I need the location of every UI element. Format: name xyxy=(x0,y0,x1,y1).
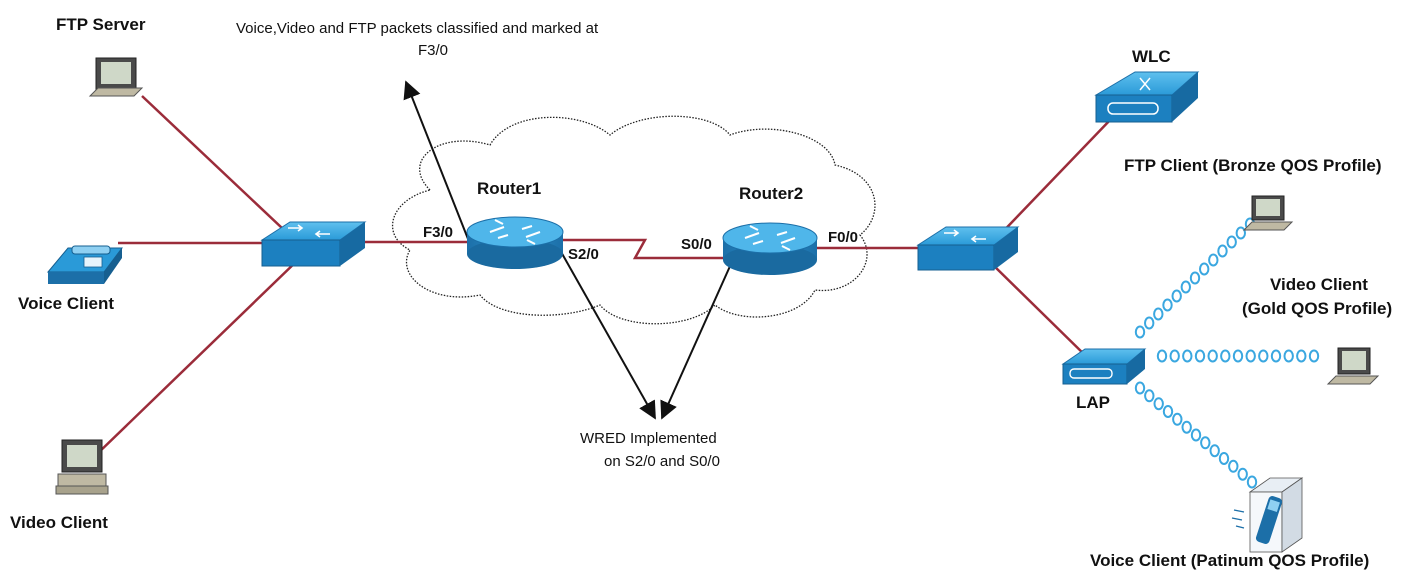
label-video-client-left: Video Client xyxy=(10,513,108,532)
wireless-link-segment xyxy=(1153,307,1164,321)
wlc-icon xyxy=(1094,71,1200,123)
note-classify-line1: Voice,Video and FTP packets classified a… xyxy=(236,20,599,37)
link-switch-lap xyxy=(989,261,1091,361)
wireless-link-segment xyxy=(1296,349,1307,363)
wireless-link-segment xyxy=(1172,412,1183,426)
wireless-link-segment xyxy=(1162,405,1174,418)
wireless-link-segment xyxy=(1232,349,1244,363)
wireless-link-segment xyxy=(1144,389,1155,403)
lap-icon xyxy=(1061,348,1147,385)
wireless-link-segment xyxy=(1258,349,1269,363)
wireless-links xyxy=(1134,217,1320,489)
video-client-computer-icon xyxy=(55,439,109,495)
switch-left xyxy=(260,221,367,267)
wred-arrow-left xyxy=(559,249,656,420)
wireless-link-segment xyxy=(1134,381,1146,395)
wireless-link-segment xyxy=(1134,325,1146,339)
iface-r2-s00: S0/0 xyxy=(681,236,712,253)
label-wlc: WLC xyxy=(1132,47,1171,66)
classify-arrow xyxy=(403,80,471,245)
wireless-link-segment xyxy=(1199,262,1210,276)
label-voice-client-right: Voice Client (Patinum QOS Profile) xyxy=(1090,551,1369,570)
router2-icon xyxy=(722,222,818,275)
wireless-link-segment xyxy=(1194,349,1206,363)
wireless-link-segment xyxy=(1226,235,1237,249)
iface-r2-f00: F0/0 xyxy=(828,229,858,246)
wireless-link-segment xyxy=(1162,298,1173,312)
label-router1: Router1 xyxy=(477,179,541,198)
wireless-link-segment xyxy=(1156,349,1168,363)
label-router2: Router2 xyxy=(739,184,803,203)
wireless-link-segment xyxy=(1169,349,1180,363)
wireless-link-segment xyxy=(1189,271,1201,285)
wireless-link-segment xyxy=(1308,349,1320,363)
wireless-link-segment xyxy=(1283,349,1294,363)
label-ftp-client: FTP Client (Bronze QOS Profile) xyxy=(1124,156,1382,175)
ftp-server-laptop-icon xyxy=(88,57,144,97)
wireless-link-segment xyxy=(1200,436,1211,450)
wireless-link-segment xyxy=(1245,349,1256,363)
wired-links xyxy=(95,95,1113,456)
label-video-client-right-1: Video Client xyxy=(1270,275,1368,294)
wireless-link-segment xyxy=(1237,467,1248,481)
wireless-link-segment xyxy=(1217,244,1228,258)
link-ftp-server xyxy=(141,95,301,246)
wireless-link-segment xyxy=(1220,349,1231,363)
wireless-link-segment xyxy=(1207,349,1218,363)
wireless-link-segment xyxy=(1190,428,1202,442)
wireless-link-segment xyxy=(1209,444,1220,458)
label-ftp-server: FTP Server xyxy=(56,15,146,34)
wireless-link-segment xyxy=(1270,349,1282,363)
wireless-link-segment xyxy=(1182,349,1193,363)
wireless-link-segment xyxy=(1180,280,1192,294)
label-lap: LAP xyxy=(1076,393,1110,412)
wred-arrow-right xyxy=(660,254,736,420)
annotation-arrows xyxy=(403,80,736,420)
link-video-client xyxy=(95,257,301,456)
wireless-link-segment xyxy=(1171,289,1182,303)
serial-link xyxy=(560,238,735,260)
iface-r1-s20: S2/0 xyxy=(568,246,599,263)
wireless-link-segment xyxy=(1218,452,1230,465)
wireless-to-ftp-client xyxy=(1134,217,1256,339)
wireless-link-segment xyxy=(1235,226,1247,240)
wireless-link-segment xyxy=(1246,475,1258,489)
wireless-phone-icon xyxy=(1231,477,1304,553)
link-switch-wlc xyxy=(989,117,1113,246)
wireless-link-segment xyxy=(1144,316,1155,330)
note-classify-line2: F3/0 xyxy=(418,42,448,59)
note-wred-line1: WRED Implemented xyxy=(580,430,717,447)
note-wred-line2: on S2/0 and S0/0 xyxy=(604,453,720,470)
router1-icon xyxy=(466,216,564,269)
voice-client-phone-icon xyxy=(46,245,123,284)
wireless-link-segment xyxy=(1228,459,1239,473)
wan-cloud xyxy=(392,115,876,325)
label-voice-client-left: Voice Client xyxy=(18,294,114,313)
wireless-link-segment xyxy=(1208,253,1219,267)
wireless-link-segment xyxy=(1153,397,1164,411)
wireless-to-voice-client xyxy=(1134,381,1258,489)
wireless-to-video-client xyxy=(1156,349,1320,363)
ftp-client-laptop-icon xyxy=(1242,195,1294,231)
label-video-client-right-2: (Gold QOS Profile) xyxy=(1242,299,1392,318)
switch-right xyxy=(916,226,1020,271)
video-client-laptop-icon xyxy=(1326,347,1380,385)
iface-r1-f30: F3/0 xyxy=(423,224,453,241)
wireless-link-segment xyxy=(1181,420,1192,434)
